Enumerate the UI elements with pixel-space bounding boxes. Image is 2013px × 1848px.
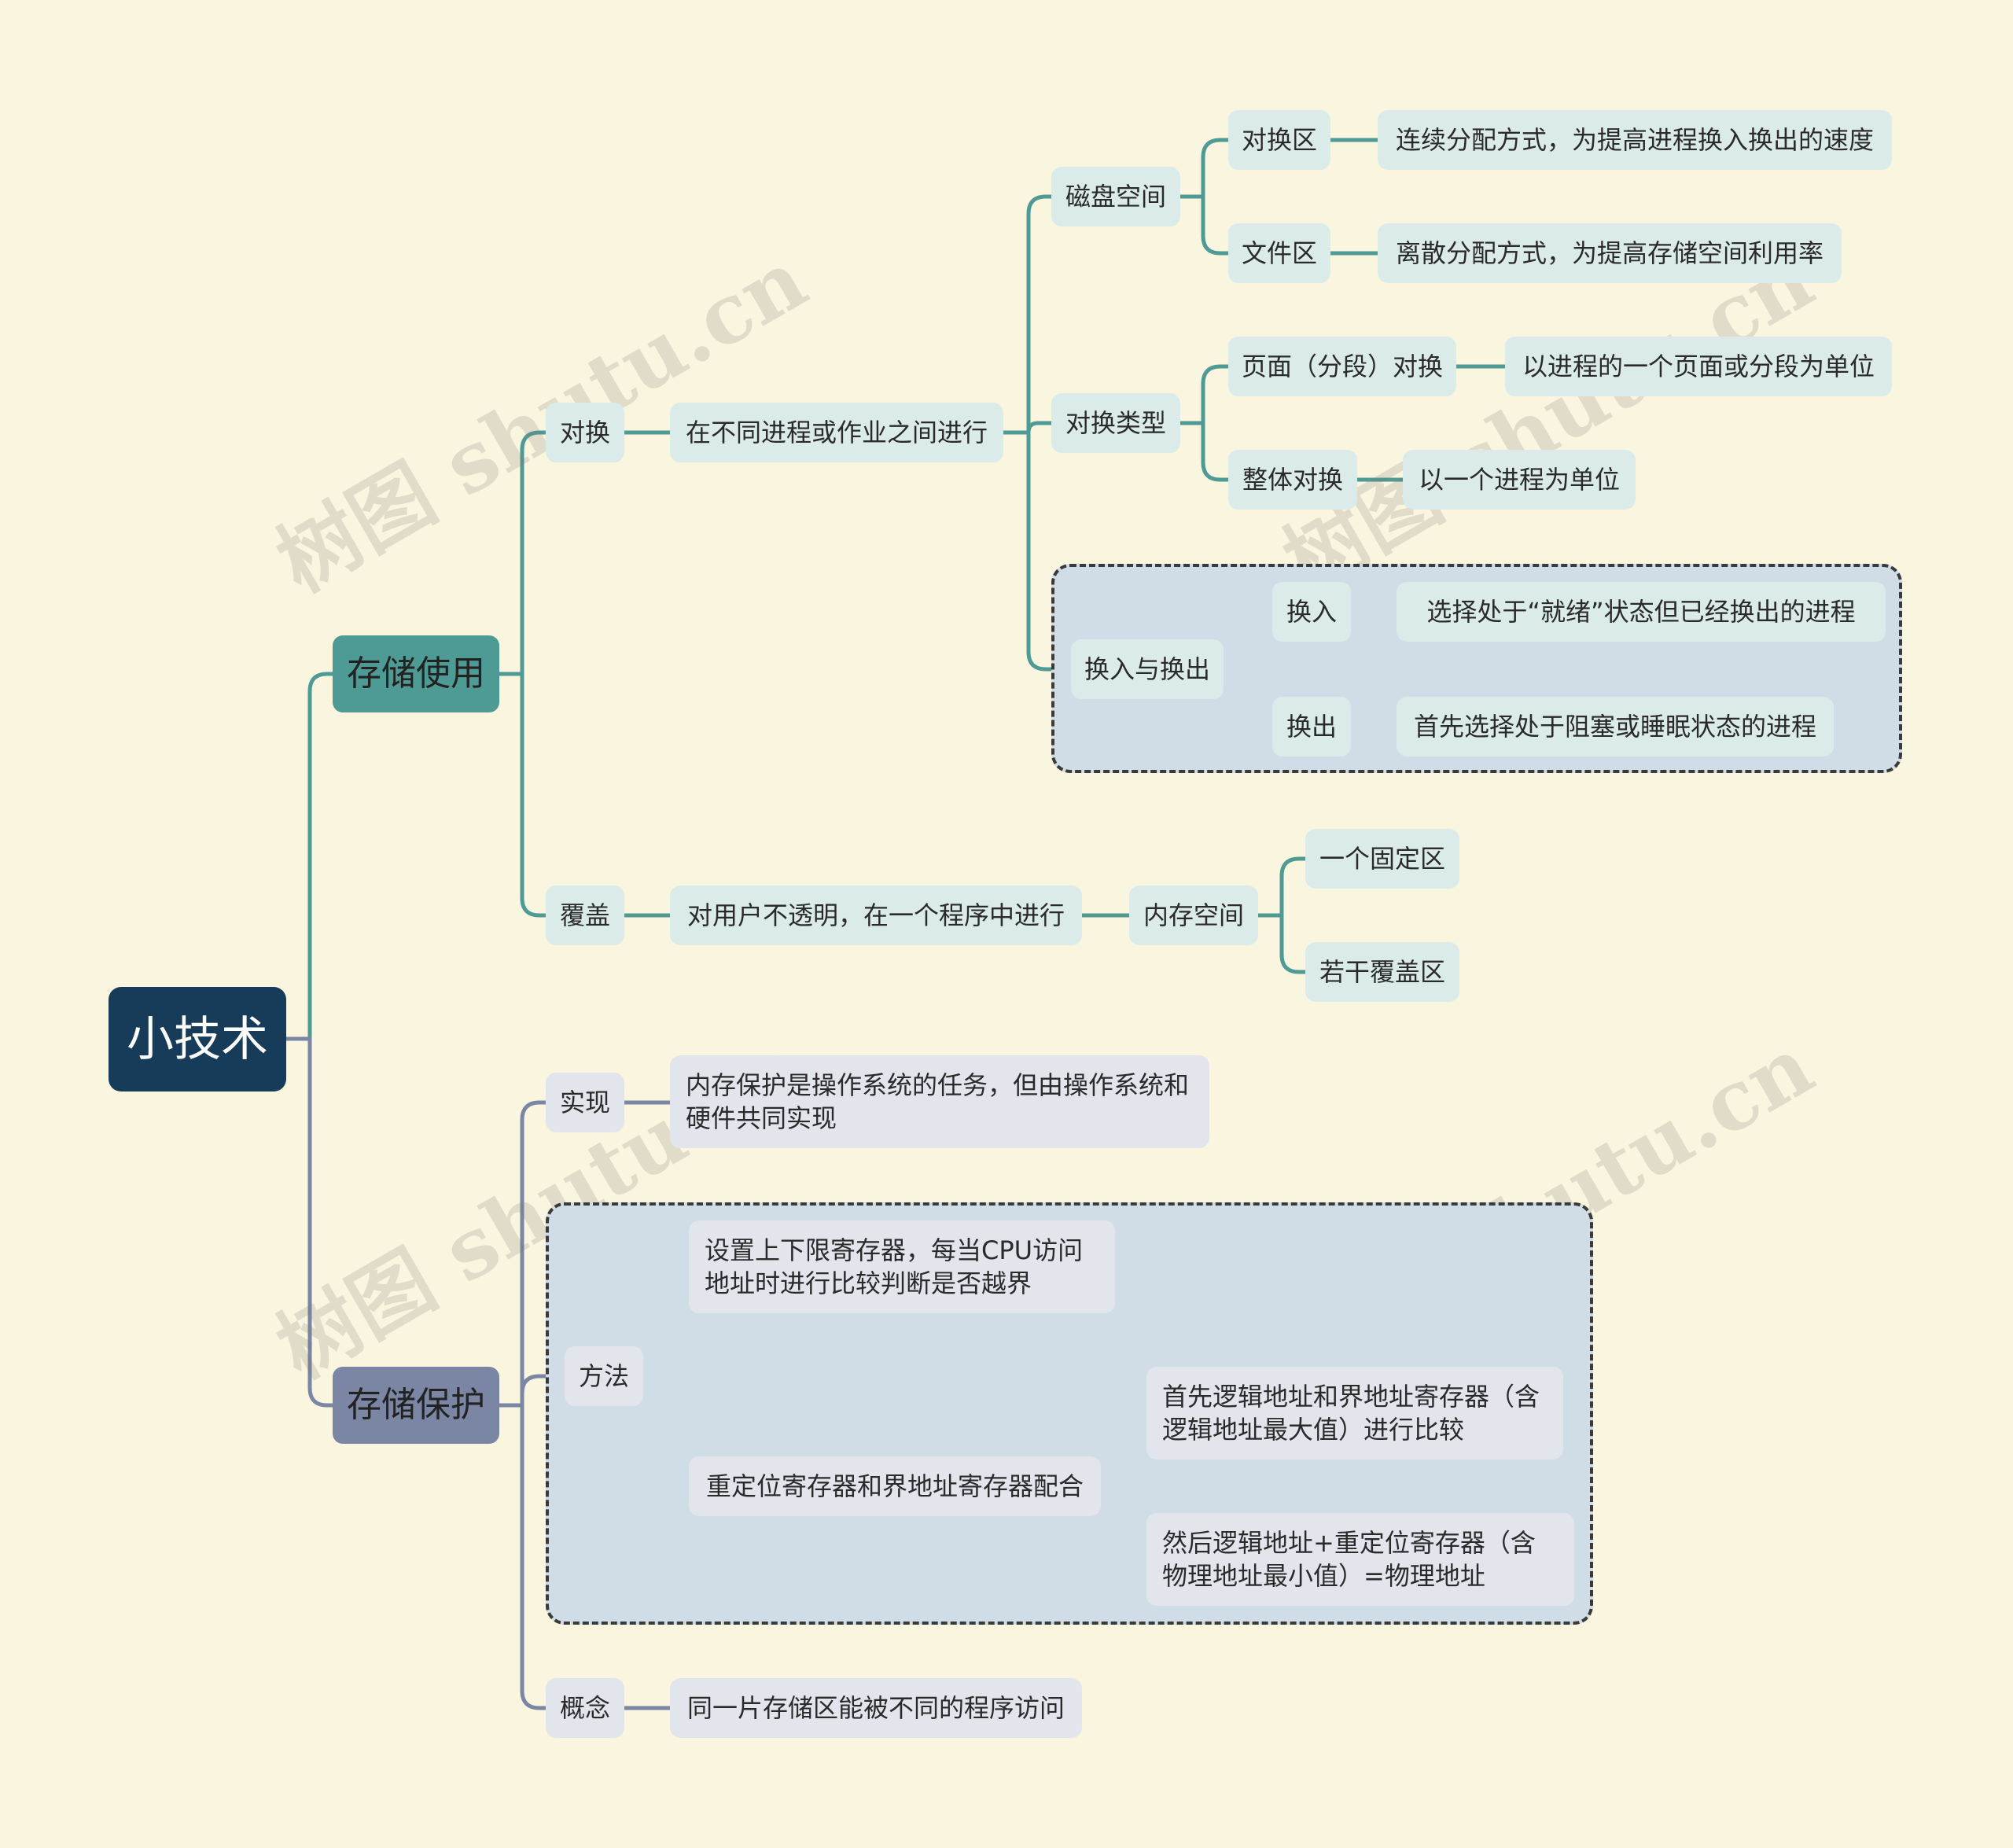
node-method[interactable]: 方法 [565, 1346, 643, 1406]
branch-storage-protection[interactable]: 存储保护 [333, 1367, 499, 1444]
node-file-area-desc[interactable]: 离散分配方式，为提高存储空间利用率 [1378, 223, 1842, 283]
node-swap-in[interactable]: 换入 [1272, 582, 1351, 642]
node-relocation[interactable]: 重定位寄存器和界地址寄存器配合 [689, 1456, 1101, 1516]
connector [284, 1036, 335, 1408]
node-memory-space[interactable]: 内存空间 [1129, 885, 1258, 945]
node-relocation-step1[interactable]: 首先逻辑地址和界地址寄存器（含逻辑地址最大值）进行比较 [1146, 1367, 1563, 1460]
node-overlay-desc[interactable]: 对用户不透明，在一个程序中进行 [670, 885, 1082, 945]
node-swap[interactable]: 对换 [546, 403, 624, 462]
connector [1256, 913, 1308, 974]
connector [497, 672, 548, 918]
node-swap-type[interactable]: 对换类型 [1051, 393, 1180, 453]
connector [1001, 194, 1054, 435]
node-fixed-area[interactable]: 一个固定区 [1305, 829, 1459, 889]
connector [497, 1100, 548, 1408]
node-swap-area-desc[interactable]: 连续分配方式，为提高进程换入换出的速度 [1378, 110, 1892, 170]
connector [1178, 194, 1231, 256]
connector [1256, 856, 1308, 918]
node-swap-out-desc[interactable]: 首先选择处于阻塞或睡眠状态的进程 [1397, 697, 1834, 757]
node-overlay[interactable]: 覆盖 [546, 885, 624, 945]
connector [1178, 138, 1231, 199]
branch-storage-use[interactable]: 存储使用 [333, 635, 499, 712]
connector [497, 430, 548, 676]
root-node[interactable]: 小技术 [109, 987, 286, 1091]
node-concept-desc[interactable]: 同一片存储区能被不同的程序访问 [670, 1678, 1082, 1738]
node-swap-out[interactable]: 换出 [1272, 697, 1351, 757]
connector [1178, 421, 1231, 482]
node-disk-space[interactable]: 磁盘空间 [1051, 167, 1180, 226]
connector [284, 672, 335, 1041]
node-swap-area[interactable]: 对换区 [1228, 110, 1330, 170]
node-swap-in-out[interactable]: 换入与换出 [1071, 639, 1224, 699]
node-bounds-registers[interactable]: 设置上下限寄存器，每当CPU访问地址时进行比较判断是否越界 [689, 1220, 1115, 1313]
node-page-swap-desc[interactable]: 以进程的一个页面或分段为单位 [1505, 337, 1892, 396]
node-swap-in-desc[interactable]: 选择处于“就绪”状态但已经换出的进程 [1397, 582, 1886, 642]
node-relocation-step2[interactable]: 然后逻辑地址+重定位寄存器（含物理地址最小值）=物理地址 [1146, 1513, 1574, 1606]
connector [1178, 364, 1231, 425]
node-page-swap[interactable]: 页面（分段）对换 [1228, 337, 1456, 396]
node-whole-swap[interactable]: 整体对换 [1228, 450, 1357, 510]
node-concept[interactable]: 概念 [546, 1678, 624, 1738]
connector [497, 1403, 548, 1710]
node-file-area[interactable]: 文件区 [1228, 223, 1330, 283]
node-overlay-areas[interactable]: 若干覆盖区 [1305, 942, 1459, 1002]
connector [497, 1374, 567, 1408]
node-swap-desc[interactable]: 在不同进程或作业之间进行 [670, 403, 1003, 462]
connector [1001, 430, 1073, 672]
node-implementation-desc[interactable]: 内存保护是操作系统的任务，但由操作系统和硬件共同实现 [670, 1055, 1209, 1148]
node-whole-swap-desc[interactable]: 以一个进程为单位 [1403, 450, 1636, 510]
node-implementation[interactable]: 实现 [546, 1073, 624, 1132]
